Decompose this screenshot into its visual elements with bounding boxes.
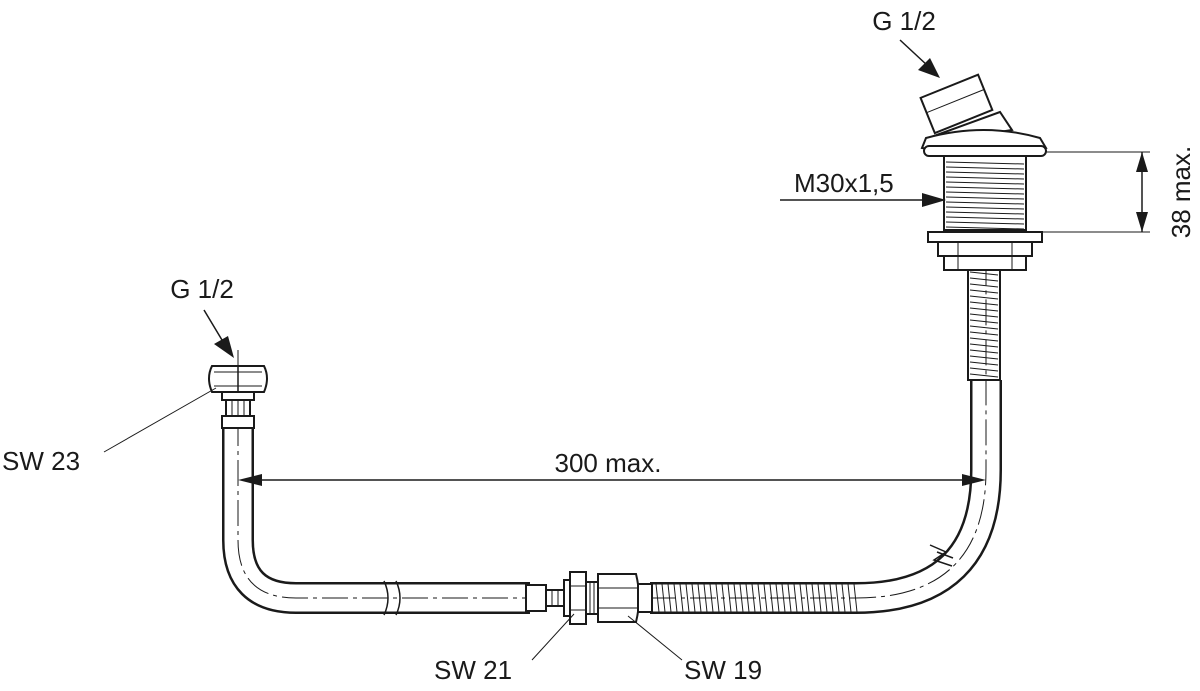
left-nut-callout: SW 23: [2, 387, 217, 476]
corrugation-horizontal: [655, 583, 858, 613]
mid-nut-left-label: SW 21: [434, 655, 512, 685]
hatch-line: [945, 166, 1025, 170]
hatch-line: [945, 176, 1025, 180]
hatch-line: [757, 583, 762, 613]
hatch-line: [829, 583, 834, 613]
hatch-line: [945, 186, 1025, 190]
hatch-line: [799, 583, 804, 613]
hatch-line: [667, 583, 672, 613]
height-label: 38 max.: [1166, 146, 1196, 239]
hatch-line: [969, 337, 999, 342]
hatch-line: [969, 301, 999, 306]
hatch-line: [969, 343, 999, 348]
length-dimension: 300 max.: [238, 448, 986, 486]
hatch-line: [847, 583, 852, 613]
hatch-line: [969, 295, 999, 300]
hatch-line: [853, 583, 858, 613]
hatch-line: [727, 583, 732, 613]
hatch-line: [679, 583, 684, 613]
hatch-line: [945, 216, 1025, 220]
hatch-line: [969, 373, 999, 378]
hatch-line: [969, 271, 999, 276]
hatch-line: [787, 583, 792, 613]
hatch-line: [685, 583, 690, 613]
corrugation-vertical: [969, 271, 999, 378]
hatch-line: [969, 283, 999, 288]
hatch-line: [841, 583, 846, 613]
hatch-line: [721, 583, 726, 613]
top-thread-callout: G 1/2: [872, 6, 940, 78]
left-hex-nut: [208, 365, 268, 429]
hatch-line: [945, 171, 1025, 175]
mount-thread-callout: M30x1,5: [780, 168, 946, 207]
hatch-line: [769, 583, 774, 613]
mid-nut-right-callout: SW 19: [627, 615, 762, 685]
height-dimension: 38 max.: [1040, 146, 1196, 239]
hatch-line: [805, 583, 810, 613]
hatch-line: [945, 226, 1025, 230]
mount-thread-label: M30x1,5: [794, 168, 894, 198]
hatch-line: [823, 583, 828, 613]
hatch-line: [763, 583, 768, 613]
hatch-line: [691, 583, 696, 613]
hatch-line: [775, 583, 780, 613]
length-label: 300 max.: [555, 448, 662, 478]
mid-nut-left-callout: SW 21: [434, 613, 575, 685]
hatch-line: [661, 583, 666, 613]
hatch-line: [969, 349, 999, 354]
hatch-line: [709, 583, 714, 613]
top-thread-label: G 1/2: [872, 6, 936, 36]
hatch-line: [751, 583, 756, 613]
hatch-line: [697, 583, 702, 613]
hatch-line: [969, 307, 999, 312]
hatch-line: [945, 181, 1025, 185]
hatch-line: [945, 196, 1025, 200]
hatch-line: [793, 583, 798, 613]
mid-nut-right-label: SW 19: [684, 655, 762, 685]
hatch-line: [969, 367, 999, 372]
hatch-line: [969, 319, 999, 324]
hatch-line: [811, 583, 816, 613]
hatch-line: [817, 583, 822, 613]
hatch-line: [945, 206, 1025, 210]
hatch-line: [945, 201, 1025, 205]
hatch-line: [745, 583, 750, 613]
hatch-line: [945, 191, 1025, 195]
hatch-line: [781, 583, 786, 613]
hatch-line: [969, 325, 999, 330]
thread-lines: [945, 161, 1025, 230]
top-mount-fitting: [919, 73, 1048, 271]
middle-coupling: [525, 571, 653, 625]
hatch-line: [739, 583, 744, 613]
hatch-line: [969, 355, 999, 360]
hatch-line: [945, 161, 1025, 165]
hatch-line: [655, 583, 660, 613]
hatch-line: [703, 583, 708, 613]
hatch-line: [969, 277, 999, 282]
hatch-line: [969, 289, 999, 294]
hatch-line: [969, 331, 999, 336]
hatch-line: [715, 583, 720, 613]
hatch-line: [969, 313, 999, 318]
hose: [222, 130, 1002, 616]
hatch-line: [673, 583, 678, 613]
hatch-line: [733, 583, 738, 613]
hatch-line: [835, 583, 840, 613]
left-thread-label: G 1/2: [170, 274, 234, 304]
left-thread-callout: G 1/2: [170, 274, 234, 358]
hatch-line: [945, 221, 1025, 225]
hatch-line: [969, 361, 999, 366]
left-nut-label: SW 23: [2, 446, 80, 476]
hatch-line: [945, 211, 1025, 215]
